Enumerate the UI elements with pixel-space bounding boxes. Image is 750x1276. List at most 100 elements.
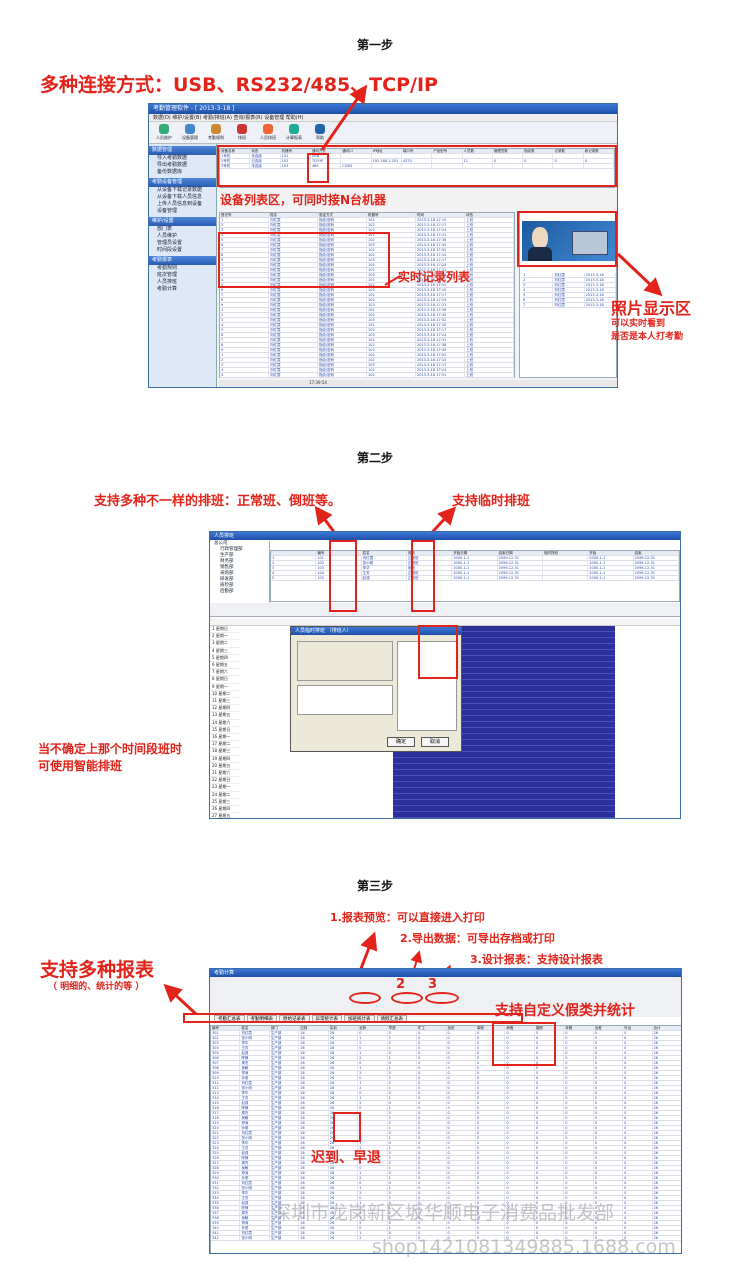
sidebar-item[interactable]: 从设备下载记录数据 (157, 187, 203, 193)
sidebar-item[interactable]: 从设备下载人员信息 (157, 194, 203, 200)
menu-bar[interactable]: 数据(D) 维护/设置(B) 考勤/排班(A) 查询/报表(R) 设备管理 帮助… (149, 114, 617, 122)
sidebar-item[interactable]: 导入考勤数据 (157, 155, 188, 161)
sidebar-item[interactable]: 人员排班 (157, 279, 178, 285)
tree-item[interactable]: 销售部 (220, 565, 234, 570)
sidebar-item[interactable]: 管理员设置 (157, 240, 183, 246)
sidebar-item[interactable]: 考勤规则 (157, 265, 178, 271)
sidebar-item[interactable]: 人员维护 (157, 233, 178, 239)
tree-item[interactable]: 生产部 (220, 553, 234, 558)
sidebar-section-title[interactable]: 考勤报表 (149, 256, 216, 265)
sidebar-item[interactable]: 备份数据库 (157, 169, 183, 175)
tree-item[interactable]: 质检部 (220, 583, 234, 588)
toolbar-button[interactable]: 计算报表 (283, 124, 305, 142)
toolbar-button[interactable]: 帮助 (309, 124, 331, 142)
toolbar-button[interactable]: 考勤规则 (205, 124, 227, 142)
toolbar-button[interactable]: 排班 (231, 124, 253, 142)
tree-item[interactable]: 研发部 (220, 577, 234, 582)
tree-item[interactable]: 行政管理部 (220, 547, 243, 552)
sidebar-item[interactable]: 导出考勤数据 (157, 162, 188, 168)
tree-item[interactable]: 采购部 (220, 571, 234, 576)
tree-item[interactable]: 后勤部 (220, 589, 234, 594)
toolbar-button[interactable]: 设备管理 (179, 124, 201, 142)
sidebar-section-title[interactable]: 维护/设置 (149, 217, 216, 226)
sidebar-item[interactable]: 考勤计算 (157, 286, 178, 292)
toolbar-button[interactable]: 人员维护 (153, 124, 175, 142)
sidebar-item[interactable]: 班次管理 (157, 272, 178, 278)
sidebar-item[interactable]: 上传人员信息到设备 (157, 201, 203, 207)
sidebar-item[interactable]: 设备管理 (157, 208, 178, 214)
tree-item[interactable]: 总公司 (214, 541, 228, 546)
dialog-ok-button[interactable]: 确定 (387, 737, 415, 747)
sidebar-section-title[interactable]: 数据管理 (149, 146, 216, 155)
